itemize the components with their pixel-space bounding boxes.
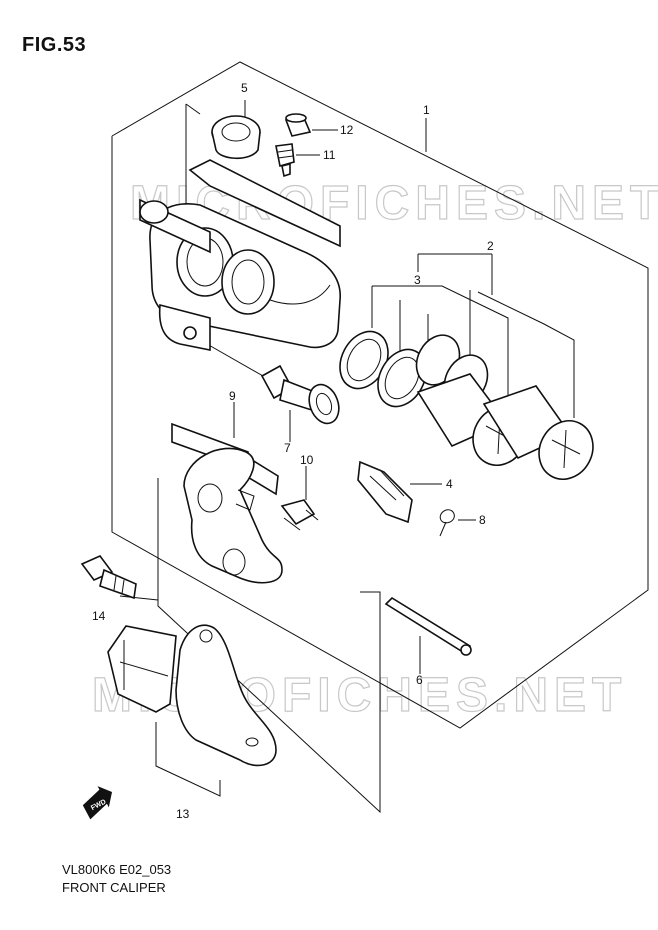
- bleeder-valve-11: [275, 143, 295, 178]
- callout-12: 12: [340, 123, 354, 137]
- leader-lines: [119, 100, 575, 797]
- callout-11: 11: [323, 148, 336, 162]
- pad-clip-8: [439, 509, 455, 537]
- caliper-bracket-9: [171, 422, 283, 584]
- callout-3: 3: [414, 273, 421, 287]
- pad-group-frame: [157, 478, 381, 814]
- callout-9: 9: [229, 389, 236, 403]
- callout-10: 10: [300, 453, 314, 467]
- callout-2: 2: [487, 239, 494, 253]
- pistons-2: [416, 373, 594, 480]
- figure-caption: FRONT CALIPER: [62, 880, 166, 895]
- brake-pads-13: [107, 624, 277, 767]
- callout-6: 6: [416, 673, 423, 687]
- callout-7: 7: [284, 441, 291, 455]
- bleeder-cap-12: [284, 113, 312, 137]
- figure-code: VL800K6 E02_053: [62, 862, 172, 877]
- callout-13: 13: [176, 807, 190, 821]
- callout-14: 14: [92, 609, 106, 623]
- callout-8: 8: [479, 513, 486, 527]
- slide-pin-7: [260, 364, 340, 425]
- pad-shim-4: [357, 460, 413, 524]
- boot-5: [211, 115, 261, 160]
- callout-4: 4: [446, 477, 453, 491]
- mounting-bolt-14: [80, 555, 137, 600]
- callout-5: 5: [241, 81, 248, 95]
- figure-title: FIG.53: [22, 34, 87, 56]
- piston-seals-3: [339, 330, 489, 408]
- fwd-arrow-icon: FWD: [82, 786, 113, 820]
- caliper-body: [139, 159, 341, 351]
- pad-pin-6: [384, 596, 472, 656]
- callout-1: 1: [423, 103, 430, 117]
- pad-spring-10: [280, 499, 319, 531]
- assembly-frame: [111, 61, 649, 729]
